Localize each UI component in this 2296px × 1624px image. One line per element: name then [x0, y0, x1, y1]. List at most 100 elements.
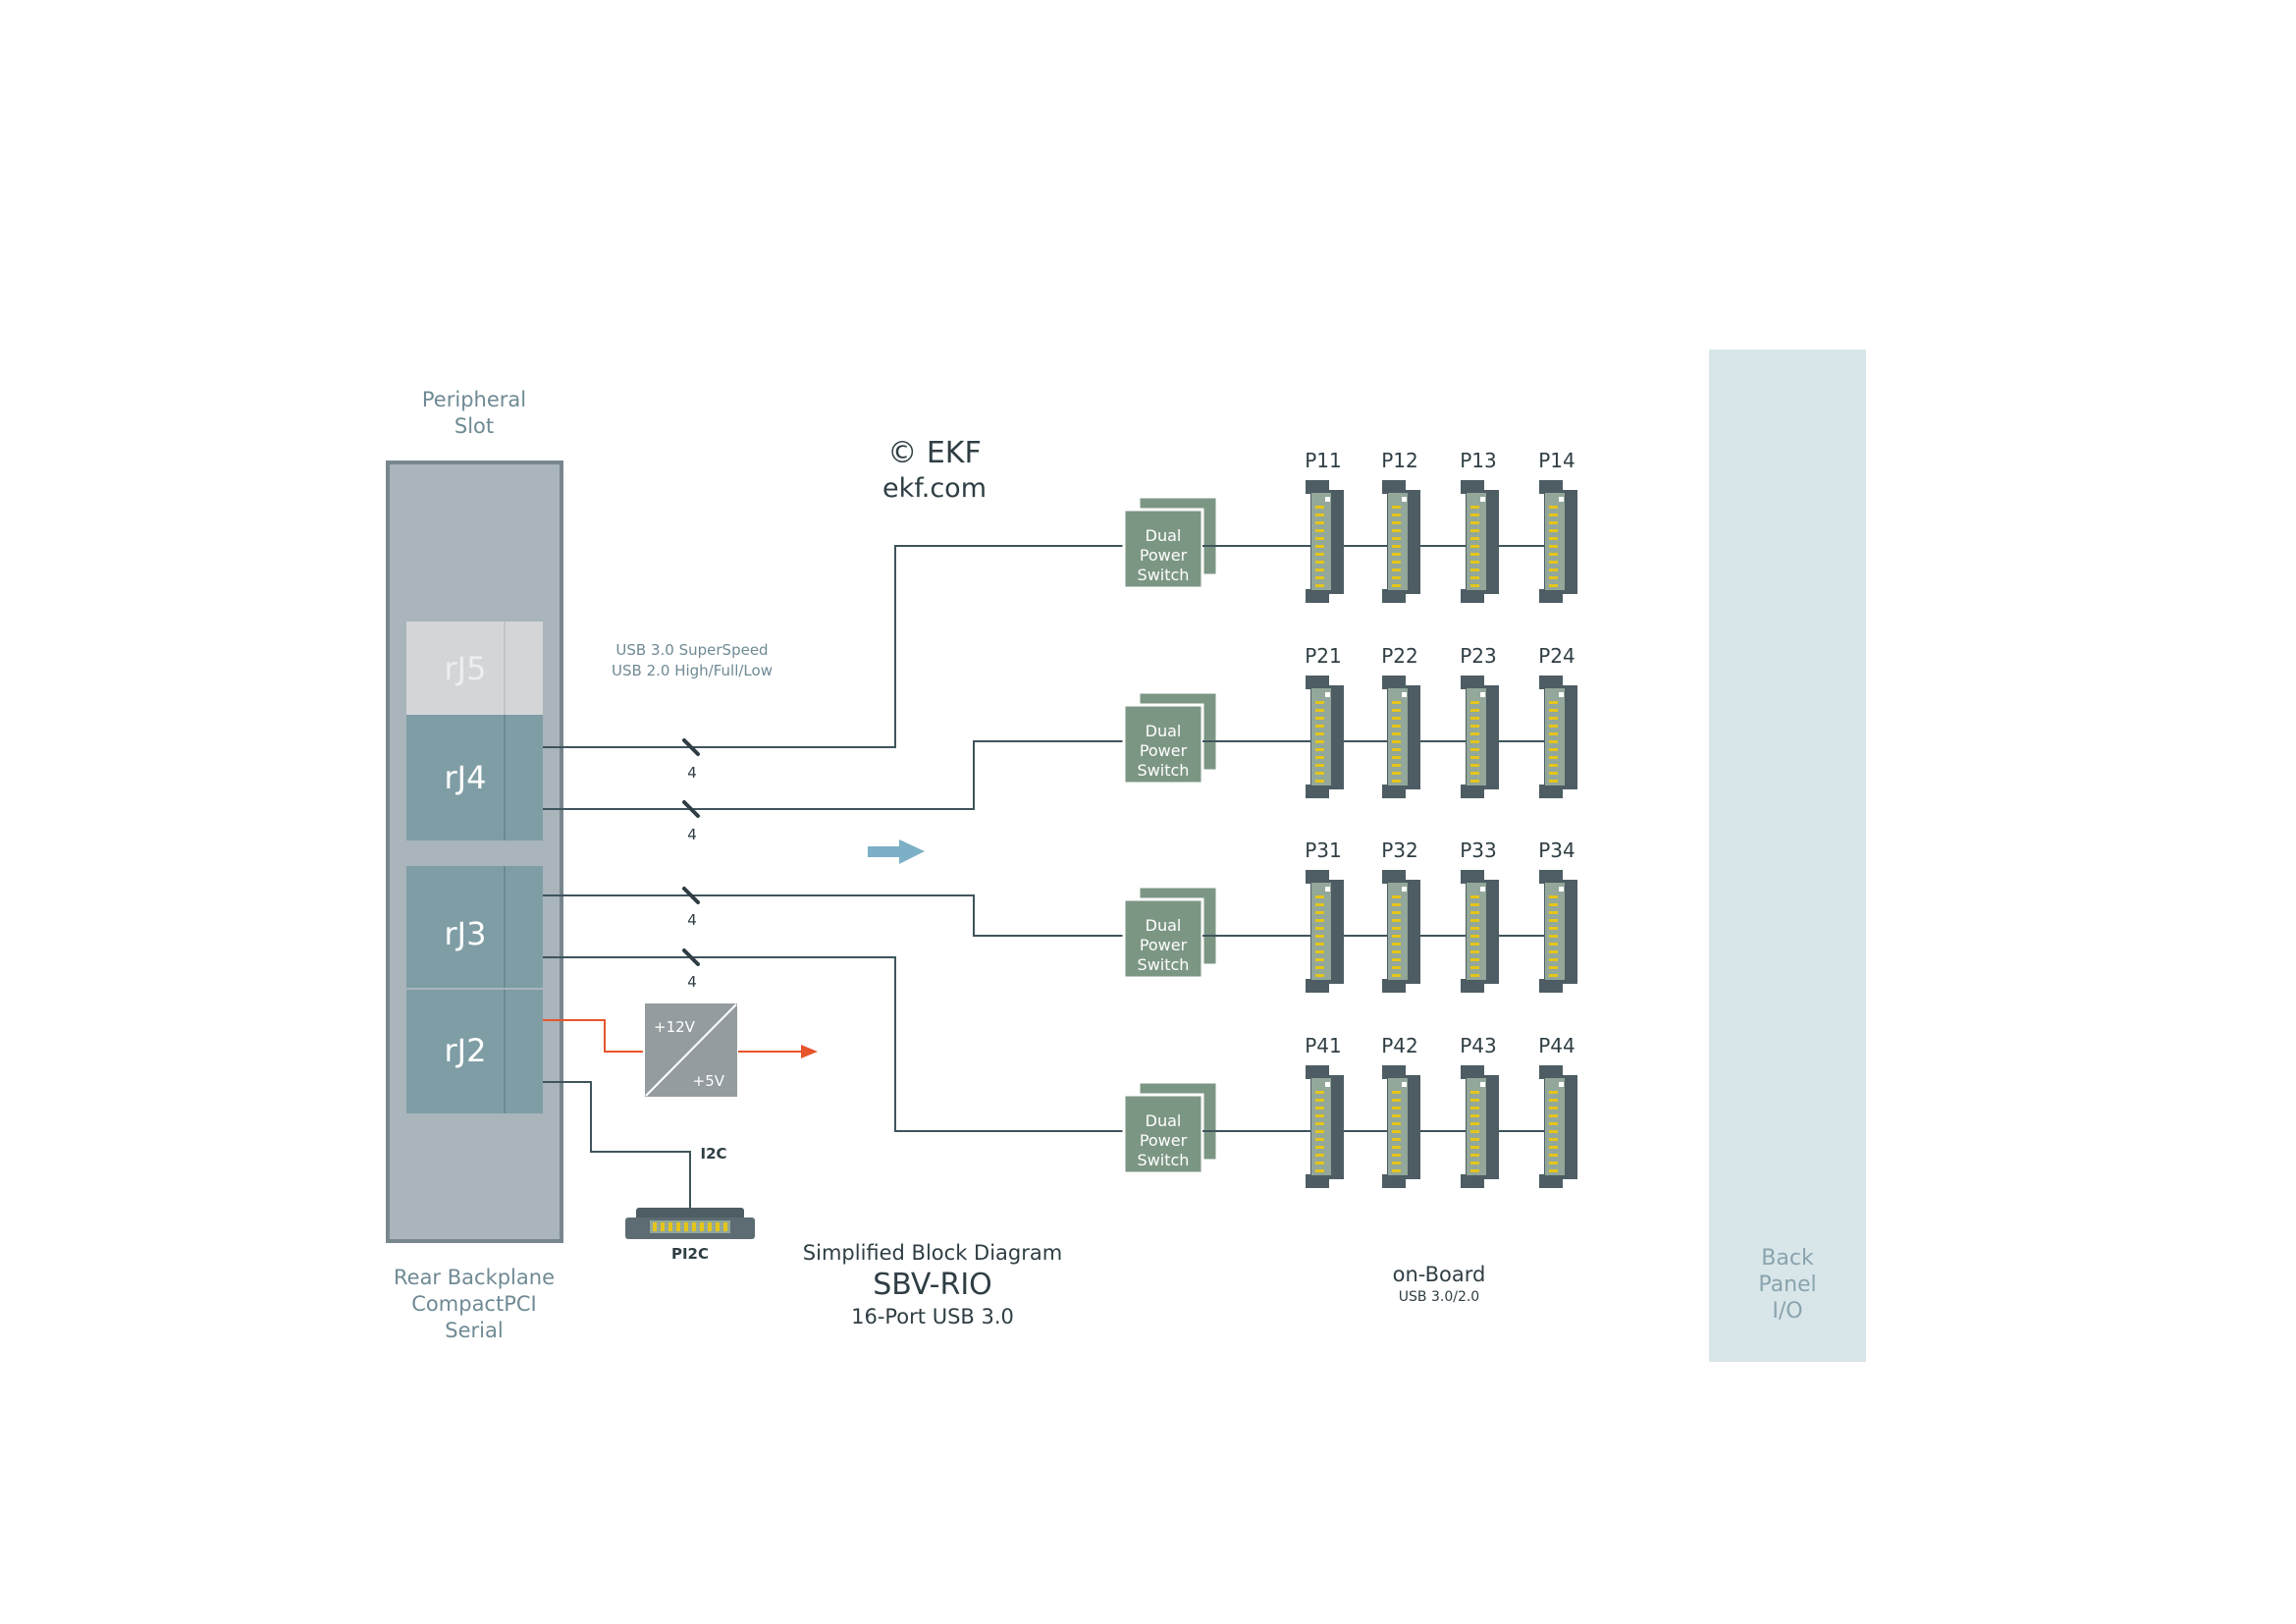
usb-port-pin — [1315, 701, 1324, 704]
back-panel-label-line3: I/O — [1772, 1299, 1802, 1324]
connector-rj4 — [406, 715, 543, 840]
usb-port-pin — [1392, 701, 1401, 704]
usb-port-indicator — [1402, 1082, 1407, 1087]
usb-port-pin — [1549, 717, 1558, 720]
i2c-line — [543, 1081, 691, 1208]
dual-power-switch-front — [1122, 1093, 1204, 1175]
usb-port-pin — [1392, 514, 1401, 516]
usb-port-pin — [1315, 545, 1324, 548]
usb-port-pin — [1549, 537, 1558, 540]
usb-port-pin — [1392, 1091, 1401, 1094]
usb-port: P12 — [1381, 449, 1420, 603]
usb-port-pin — [1392, 568, 1401, 571]
usb-port-pin — [1549, 1114, 1558, 1117]
usb-port-pin — [1470, 537, 1479, 540]
flow-arrow — [868, 839, 925, 864]
usb-port-indicator — [1402, 887, 1407, 892]
usb-port-inner — [1311, 1078, 1331, 1175]
dcdc-output-label: +5V — [693, 1072, 725, 1090]
usb-port-pin — [1315, 529, 1324, 532]
usb-port-pin — [1315, 895, 1324, 898]
connector-rj5 — [406, 622, 543, 715]
peripheral-slot-label-line1: Peripheral — [422, 388, 526, 411]
usb-line-row3 — [543, 894, 1124, 937]
usb-port-label-p12: P12 — [1381, 449, 1418, 472]
usb-port-pin — [1470, 1169, 1479, 1172]
bus-slash-4 — [682, 948, 700, 966]
usb-port-pin — [1549, 764, 1558, 767]
usb-port-pin — [1470, 943, 1479, 946]
bus-slash-1 — [682, 738, 700, 756]
bus-width-label-4: 4 — [687, 973, 697, 991]
usb-port-pin — [1470, 506, 1479, 509]
usb-port-pin — [1392, 903, 1401, 906]
usb-port-pin — [1315, 780, 1324, 783]
usb-port-indicator — [1559, 497, 1564, 502]
usb-port-pin — [1470, 895, 1479, 898]
usb-port-pin — [1549, 1138, 1558, 1141]
bus-width-slashes — [682, 738, 700, 966]
usb-port-pin — [1315, 1114, 1324, 1117]
usb-port-pin — [1470, 561, 1479, 564]
usb-port-pin — [1470, 974, 1479, 977]
usb-port-pin — [1315, 903, 1324, 906]
usb-port-pin — [1470, 1154, 1479, 1157]
usb-port-inner — [1467, 493, 1486, 590]
pi2c-pin — [661, 1222, 665, 1231]
usb-port-pin — [1392, 506, 1401, 509]
usb-port-indicator — [1325, 887, 1330, 892]
usb-port-pin — [1392, 927, 1401, 930]
dual-power-switch-label-line1: Dual — [1146, 722, 1182, 740]
usb-port-pin — [1549, 1122, 1558, 1125]
usb-port-pin — [1470, 1107, 1479, 1110]
usb-port-inner — [1388, 883, 1408, 980]
usb-port-pin — [1549, 780, 1558, 783]
usb-port-pin — [1392, 1154, 1401, 1157]
usb-port-pin — [1549, 584, 1558, 587]
usb-bus-lines — [543, 545, 1124, 1132]
usb-port-pin — [1470, 911, 1479, 914]
usb-port-pin — [1549, 529, 1558, 532]
usb-port-pin — [1315, 537, 1324, 540]
usb-port-pin — [1549, 895, 1558, 898]
bus-slash-2 — [682, 800, 700, 818]
rear-backplane-label-line3: Serial — [445, 1319, 503, 1342]
usb-port-pin — [1549, 903, 1558, 906]
usb-port-label-p44: P44 — [1538, 1034, 1575, 1057]
pi2c-pin — [653, 1222, 657, 1231]
usb-port-pin — [1392, 576, 1401, 579]
usb-port-pin — [1470, 514, 1479, 516]
pi2c-pin — [708, 1222, 712, 1231]
usb-port-pin — [1392, 1138, 1401, 1141]
usb-port-pin — [1392, 780, 1401, 783]
usb-port-pin — [1470, 1138, 1479, 1141]
usb-port-pin — [1549, 1091, 1558, 1094]
usb-port-pin — [1392, 919, 1401, 922]
back-panel-label-line1: Back — [1761, 1246, 1814, 1271]
usb-port-pin — [1315, 1154, 1324, 1157]
usb-port-pin — [1549, 568, 1558, 571]
usb-port-pin — [1549, 709, 1558, 712]
pi2c-pin — [692, 1222, 696, 1231]
usb-port-pin — [1392, 966, 1401, 969]
usb-port-pin — [1470, 772, 1479, 775]
usb-port-indicator — [1402, 497, 1407, 502]
usb-port-pin — [1392, 584, 1401, 587]
usb-port-indicator — [1402, 692, 1407, 697]
dual-power-switch-front — [1122, 703, 1204, 785]
power-input-line — [543, 1019, 644, 1053]
usb-port-pin — [1315, 732, 1324, 735]
usb-port-pin — [1315, 958, 1324, 961]
usb-port-pin — [1392, 725, 1401, 728]
usb-port-pin — [1470, 756, 1479, 759]
usb-port-pin — [1392, 1169, 1401, 1172]
usb-port-pin — [1392, 717, 1401, 720]
usb-port-inner — [1545, 688, 1565, 785]
pi2c-pin — [723, 1222, 727, 1231]
usb-label-line2: USB 2.0 High/Full/Low — [612, 662, 773, 679]
dual-power-switch-label-line1: Dual — [1146, 526, 1182, 545]
usb-port-pin — [1315, 553, 1324, 556]
usb-port-pin — [1392, 943, 1401, 946]
usb-port-pin — [1549, 506, 1558, 509]
